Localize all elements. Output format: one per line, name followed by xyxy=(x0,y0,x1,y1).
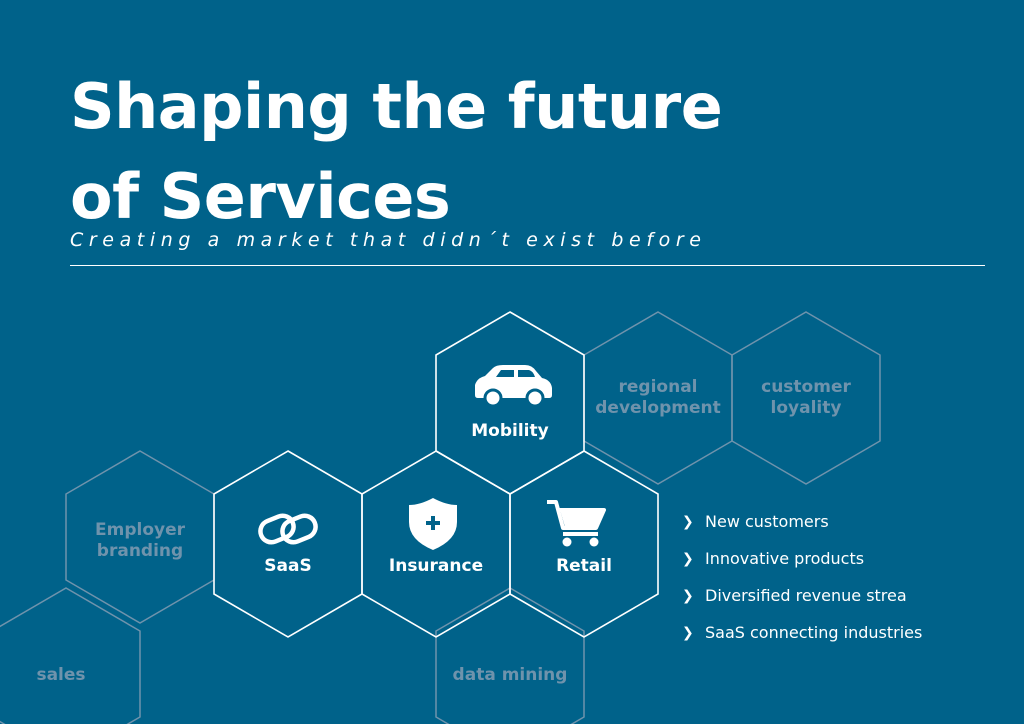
page-subtitle: Creating a market that didn´t exist befo… xyxy=(70,229,707,251)
title-divider xyxy=(70,265,985,266)
hex-label-line: regional xyxy=(618,377,698,397)
hex-label-sales: sales xyxy=(36,665,86,685)
hex-label-regional-development: regional development xyxy=(590,377,726,419)
benefit-label: SaaS connecting industries xyxy=(705,623,923,642)
chevron-right-icon: ❯ xyxy=(682,551,694,567)
hex-label-retail: Retail xyxy=(556,556,612,576)
hex-label-mobility: Mobility xyxy=(471,421,549,441)
chevron-right-icon: ❯ xyxy=(682,625,694,641)
benefit-label: Innovative products xyxy=(705,549,865,568)
shopping-cart-icon xyxy=(547,500,606,547)
chevron-right-icon: ❯ xyxy=(682,588,694,604)
hex-sales xyxy=(0,587,141,724)
title-line-2: of Services xyxy=(70,160,451,233)
shield-plus-icon xyxy=(409,498,457,550)
hex-label-saas: SaaS xyxy=(264,556,312,576)
benefits-list: ❯ New customers ❯ Innovative products ❯ Div… xyxy=(682,511,922,659)
hex-label-data-mining: data mining xyxy=(452,665,568,685)
title-line-1: Shaping the future xyxy=(70,70,723,143)
benefit-item: ❯ New customers xyxy=(682,511,922,548)
benefit-item: ❯ Innovative products xyxy=(682,548,922,585)
hex-label-line: Employer xyxy=(95,520,185,540)
hex-label-line: development xyxy=(595,398,721,418)
hex-label-employer-branding: Employer branding xyxy=(75,520,205,562)
benefit-label: New customers xyxy=(705,512,829,531)
car-icon xyxy=(475,365,552,408)
benefit-item: ❯ Diversified revenue strea xyxy=(682,585,922,622)
hex-label-line: loyality xyxy=(770,398,842,418)
chain-link-icon xyxy=(258,513,318,545)
chevron-right-icon: ❯ xyxy=(682,514,694,530)
benefit-label: Diversified revenue strea xyxy=(705,586,907,605)
benefit-item: ❯ SaaS connecting industries xyxy=(682,622,922,659)
hex-saas xyxy=(213,450,363,638)
hex-data-mining xyxy=(435,587,585,724)
hex-retail xyxy=(509,450,659,638)
hex-label-line: branding xyxy=(96,541,184,561)
hex-label-line: customer xyxy=(761,377,851,397)
hex-label-insurance: Insurance xyxy=(388,556,484,576)
hex-mobility xyxy=(435,311,585,495)
hex-customer-loyality xyxy=(731,311,881,485)
hex-label-customer-loyality: customer loyality xyxy=(740,377,872,419)
page-title: Shaping the future of Services xyxy=(70,62,723,242)
